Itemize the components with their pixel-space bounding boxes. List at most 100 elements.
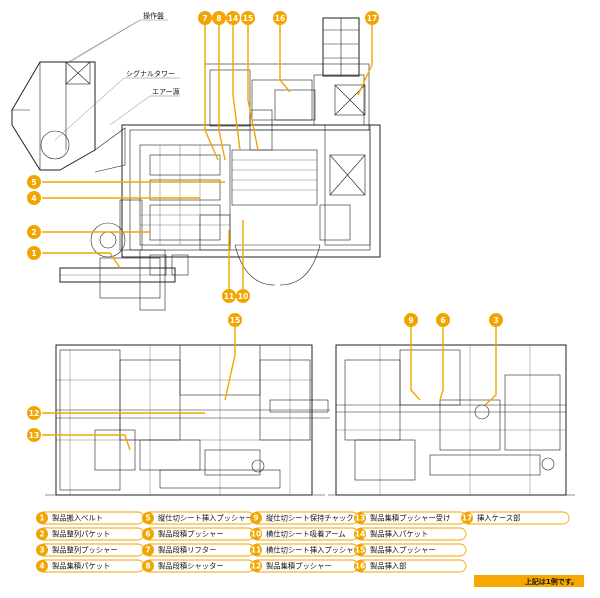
legend-number: 8 [145,562,150,571]
legend-label: 製品挿入パケット [370,530,428,539]
svg-text:13: 13 [29,431,39,440]
legend-item-15: 15 製品挿入プッシャー [354,543,467,557]
legend-label: 製品集積プッシャー [266,562,332,571]
legend-label: 製品挿入プッシャー [370,546,436,555]
label-air-source: エアー源 [152,87,180,96]
legend-item-10: 10 横仕切シート吸着アーム [250,527,359,541]
svg-text:14: 14 [228,14,238,23]
plan-view [11,17,381,311]
legend-item-8: 8 製品段積シャッター [142,559,255,573]
legend-label: 製品段積リフター [158,546,216,555]
callout-6: 6 [436,313,450,327]
svg-text:4: 4 [31,194,36,203]
callout-13: 13 [27,428,41,442]
legend-label: 製品搬入ベルト [52,514,103,523]
note-box: 上記は1例です。 [474,575,584,587]
legend-label: 製品段積シャッター [158,562,224,571]
legend-label: 製品集積パケット [52,562,110,571]
legend-label: 横仕切シート吸着アーム [266,530,346,539]
legend-badge [142,560,154,572]
legend-badge [250,544,262,556]
svg-text:16: 16 [275,14,285,23]
svg-text:5: 5 [31,178,36,187]
legend-number: 6 [145,530,150,539]
legend-number: 12 [251,562,261,571]
legend-item-16: 16 製品挿入部 [354,559,467,573]
callout-15-elev: 15 [228,313,242,327]
note-text: 上記は1例です。 [525,577,578,586]
legend-number: 17 [462,514,472,523]
legend-badge [354,512,366,524]
legend-label: 製品段積プッシャー [158,530,224,539]
legend-number: 10 [251,530,261,539]
legend-number: 13 [355,514,365,523]
operation-panel-drawing [11,19,141,173]
legend-label: 製品整列プッシャー [52,546,118,555]
callout-10: 10 [236,289,250,303]
legend-badge [36,544,48,556]
svg-text:7: 7 [202,14,207,23]
svg-text:10: 10 [238,292,248,301]
callout-leaders [42,24,497,451]
legend-pill [360,543,467,557]
legend-pill [360,527,467,541]
legend-badge [36,512,48,524]
legend-number: 7 [145,546,150,555]
legend-number: 14 [355,530,365,539]
svg-text:1: 1 [31,249,36,258]
legend-item-6: 6 製品段積プッシャー [142,527,255,541]
legend-label: 横仕切シート挿入プッシャー [266,546,361,555]
svg-text:12: 12 [29,409,39,418]
legend-number: 11 [251,546,261,555]
legend-item-4: 4 製品集積パケット [36,559,145,573]
legend-item-13: 13 製品集積プッシャー受け [354,511,467,525]
legend-badge [461,512,473,524]
svg-text:6: 6 [440,316,445,325]
label-operation-panel: 操作盤 [143,11,164,20]
legend-badge [250,560,262,572]
legend-label: 製品挿入部 [370,562,406,571]
legend-label: 製品集積プッシャー受け [370,514,450,523]
callout-11: 11 [222,289,236,303]
legend-item-14: 14 製品挿入パケット [354,527,467,541]
legend-badge [142,512,154,524]
svg-text:11: 11 [224,292,234,301]
legend-item-12: 12 製品集積プッシャー [250,559,359,573]
legend-number: 16 [355,562,365,571]
legend-label: 縦仕切シート挿入プッシャー [158,514,253,523]
callout-2: 2 [27,225,41,239]
legend-badge [250,512,262,524]
legend-number: 4 [39,562,44,571]
callout-3: 3 [489,313,503,327]
callout-4: 4 [27,191,41,205]
svg-text:15: 15 [243,14,253,23]
legend-number: 15 [355,546,365,555]
callout-14: 14 [226,11,240,25]
diagram-text-labels: 操作盤 シグナルタワー エアー源 [54,11,180,141]
callout-16: 16 [273,11,287,25]
callout-5: 5 [27,175,41,189]
callout-9: 9 [404,313,418,327]
legend-label: 製品整列パケット [52,530,110,539]
legend-number: 3 [39,546,44,555]
legend-badge [142,528,154,540]
svg-text:2: 2 [31,228,36,237]
legend-badge [36,560,48,572]
callout-1: 1 [27,246,41,260]
legend-badge [354,560,366,572]
legend-item-7: 7 製品段積リフター [142,543,255,557]
legend-pill [467,511,570,525]
legend-item-3: 3 製品整列プッシャー [36,543,145,557]
legend-number: 9 [253,514,258,523]
svg-text:15: 15 [230,316,240,325]
legend-badge [142,544,154,556]
legend-number: 5 [145,514,150,523]
legend-badge [354,528,366,540]
callout-7: 7 [198,11,212,25]
legend-item-11: 11 横仕切シート挿入プッシャー [250,543,361,557]
callout-badges: 7 8 14 15 16 17 5 4 2 1 11 10 15 12 13 9… [27,11,503,442]
